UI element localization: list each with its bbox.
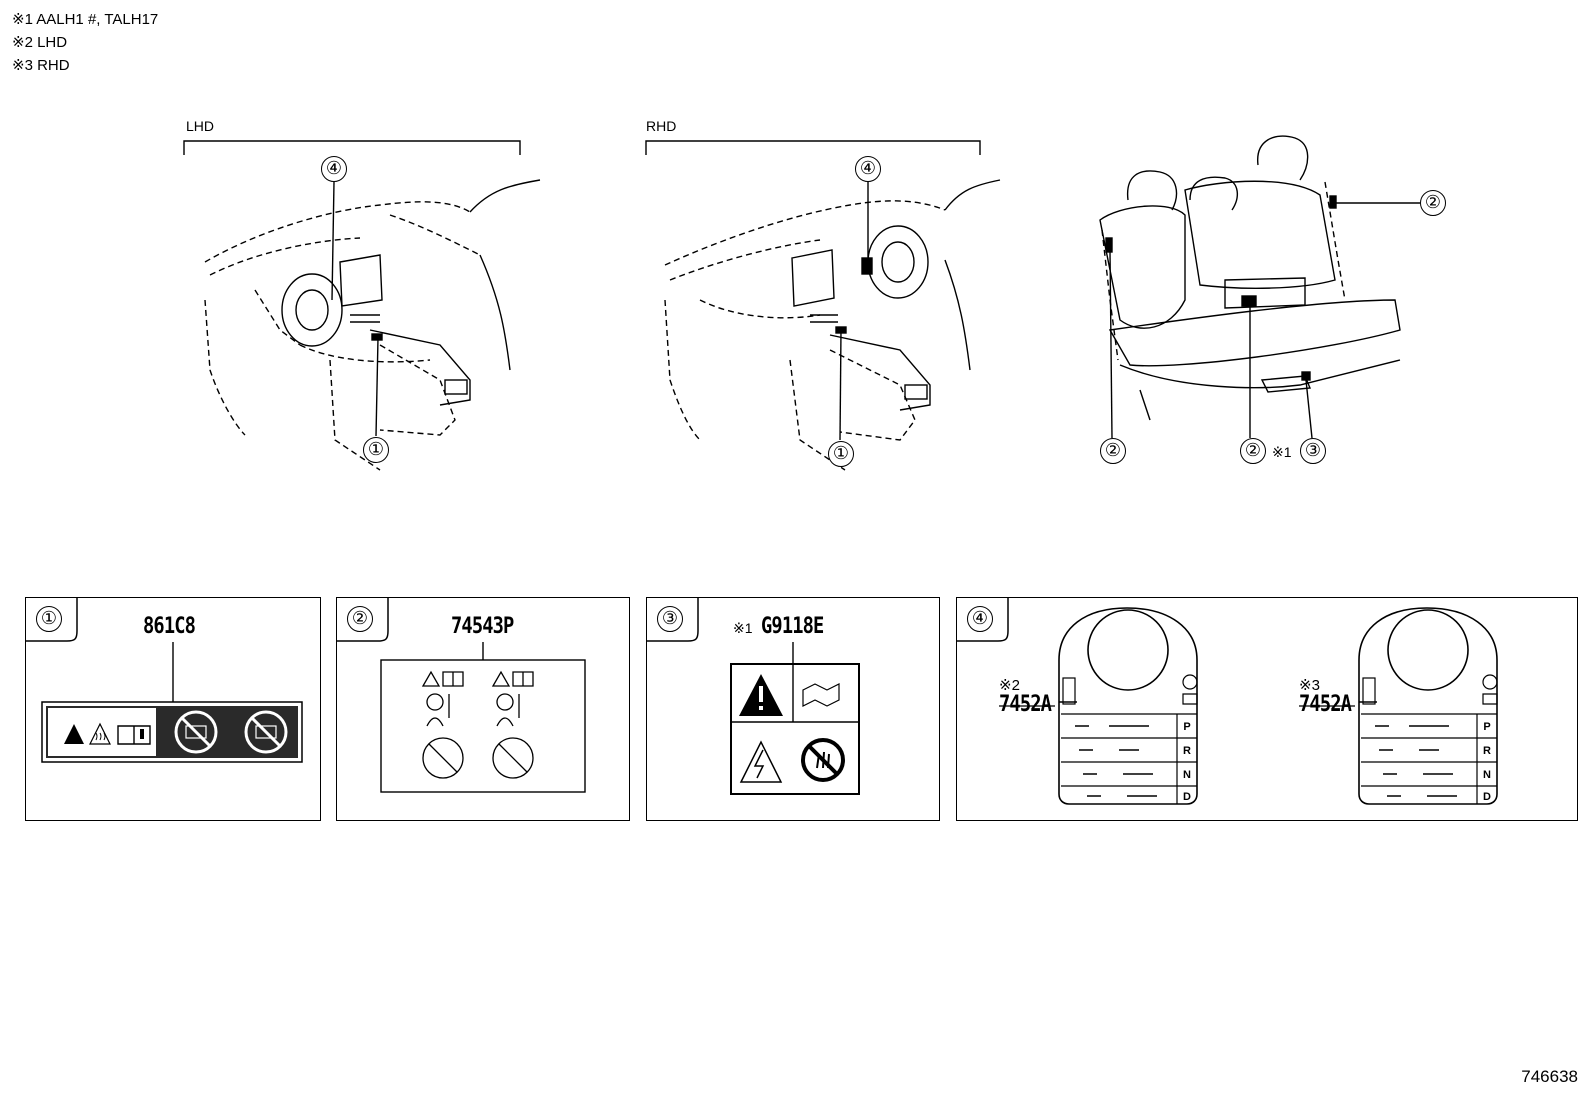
panel-1-tab: [25, 597, 78, 642]
no-touch-icon: [801, 738, 845, 782]
panel-3-callout: ③: [657, 606, 683, 632]
panel-2-label-drawing: [380, 642, 586, 793]
panel-1-callout: ①: [36, 606, 62, 632]
rear-callout-2-center: ②: [1240, 438, 1266, 464]
lhd-dashboard-drawing: [183, 140, 541, 471]
gear-letter-r-lhd: R: [1183, 745, 1191, 757]
panel-3-label-drawing: [730, 642, 860, 795]
no-child-seat-icon-right: [492, 737, 534, 779]
panel-1: ① 861C8: [25, 597, 321, 821]
note-1: ※1 AALH1 #, TALH17: [12, 11, 159, 28]
gear-letter-n-lhd: N: [1183, 769, 1191, 781]
panel-4-shift-tags-drawing: P R N D P R N D: [999, 607, 1498, 805]
rhd-callout-1: ①: [828, 441, 854, 467]
no-child-seat-icon-left: [422, 737, 464, 779]
warning-triangle-icon: [64, 724, 84, 744]
panel-4-mark-lhd: ※2: [999, 677, 1020, 694]
panel-3-part-prefix: ※1: [733, 620, 753, 636]
panel-2-tab: [336, 597, 389, 642]
gear-letter-d-rhd: D: [1483, 791, 1491, 803]
panel-2: ② 74543P: [336, 597, 630, 821]
rear-callout-2-left: ②: [1100, 438, 1126, 464]
gear-letter-n-rhd: N: [1483, 769, 1491, 781]
shift-tag-rhd: [1358, 607, 1498, 805]
lhd-label: LHD: [186, 118, 215, 134]
panel-4-tab: [956, 597, 1009, 642]
rhd-label: RHD: [646, 118, 677, 134]
rear-note-mark: ※1: [1272, 444, 1292, 460]
rhd-dashboard-drawing: [645, 140, 1001, 471]
panel-4-callout: ④: [967, 606, 993, 632]
note-3: ※3 RHD: [12, 57, 70, 74]
rear-callout-2-top: ②: [1420, 190, 1446, 216]
gear-letter-d-lhd: D: [1183, 791, 1191, 803]
panel-4-mark-rhd: ※3: [1299, 677, 1320, 694]
panel-4-part-number-lhd: 7452A: [999, 692, 1052, 717]
panel-1-label-drawing: [41, 642, 303, 763]
panel-4-part-number-rhd: 7452A: [1299, 692, 1352, 717]
no-cover-icon-2: [244, 710, 288, 754]
caution-triangle-icon: [421, 670, 441, 687]
panel-2-callout: ②: [347, 606, 373, 632]
gear-letter-p-lhd: P: [1183, 721, 1190, 733]
no-cover-icon-1: [174, 710, 218, 754]
manual-book-icon: [117, 725, 151, 745]
high-voltage-icon: [739, 740, 783, 783]
rhd-callout-4: ④: [855, 156, 881, 182]
panel-1-part-number: 861C8: [143, 614, 196, 639]
shift-tag-lhd: [1058, 607, 1198, 805]
rear-seat-drawing: [1099, 135, 1420, 439]
panel-2-part-number: 74543P: [451, 614, 514, 639]
panel-3-part-number: G9118E: [761, 614, 824, 639]
lhd-callout-1: ①: [363, 437, 389, 463]
gear-letter-r-rhd: R: [1483, 745, 1491, 757]
panel-3: ③ ※1 G9118E: [646, 597, 940, 821]
reference-number: 746638: [1521, 1067, 1578, 1086]
gear-letter-p-rhd: P: [1483, 721, 1490, 733]
lhd-callout-4: ④: [321, 156, 347, 182]
note-2: ※2 LHD: [12, 34, 68, 51]
manual-open-icon: [802, 683, 840, 707]
rear-callout-3: ③: [1300, 438, 1326, 464]
panel-4: ④ ※2 7452A ※3 7452A: [956, 597, 1578, 821]
manual-icon: [442, 671, 464, 687]
panel-3-tab: [646, 597, 699, 642]
